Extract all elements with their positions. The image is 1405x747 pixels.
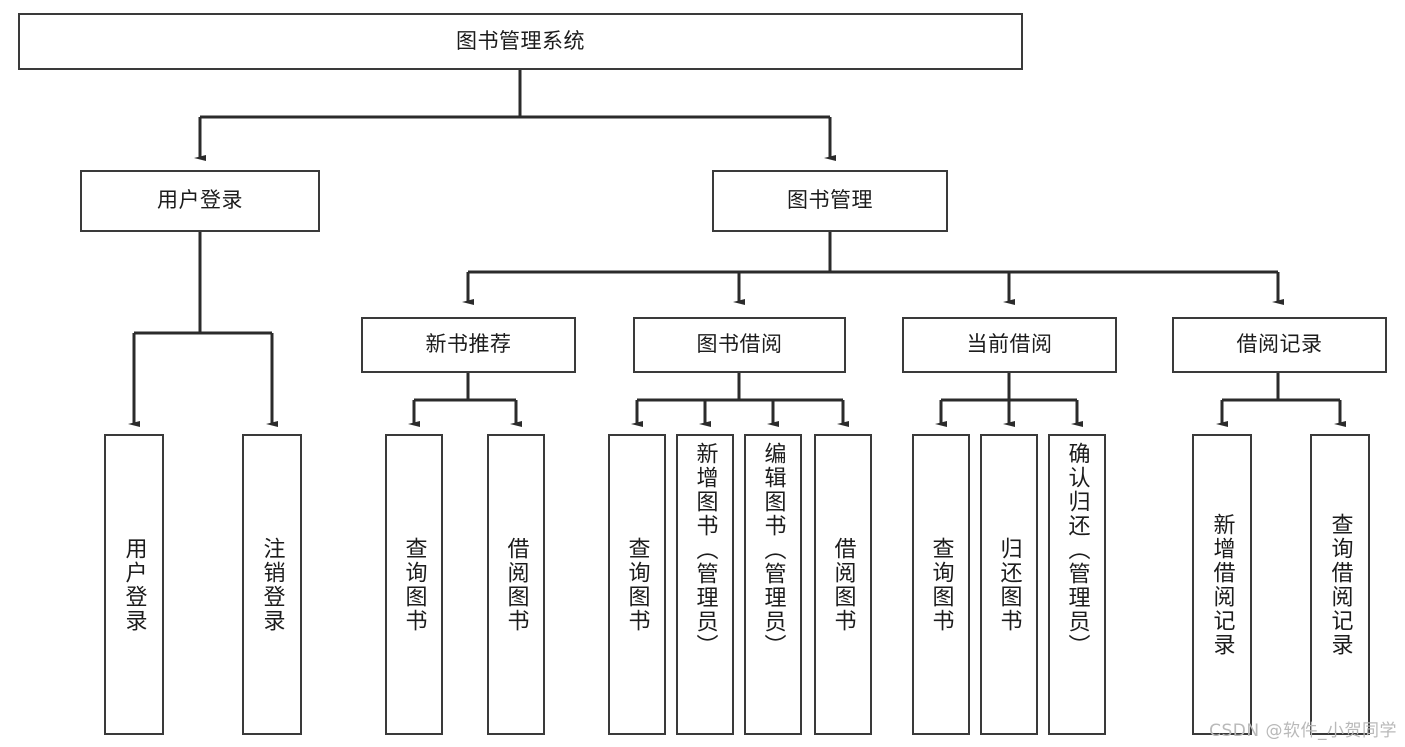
leaf-borrow-records-add-record[interactable]: 新增借阅记录 [1192, 434, 1252, 735]
leaf-book-borrow-add-book-admin[interactable]: 新增图书（管理员） [676, 434, 734, 735]
node-label: 查询借阅记录 [1327, 512, 1353, 657]
leaf-current-borrow-query-books[interactable]: 查询图书 [912, 434, 970, 735]
leaf-new-book-borrow-books[interactable]: 借阅图书 [487, 434, 545, 735]
node-label: 确认归还（管理员） [1064, 442, 1090, 658]
node-label: 图书借阅 [696, 332, 783, 357]
node-label: 图书管理 [787, 188, 873, 213]
node-label: 新书推荐 [425, 332, 512, 357]
node-label: 借阅图书 [830, 536, 856, 633]
leaf-book-borrow-query-books[interactable]: 查询图书 [608, 434, 666, 735]
node-user-login[interactable]: 用户登录 [80, 170, 320, 232]
leaf-current-borrow-confirm-return-admin[interactable]: 确认归还（管理员） [1048, 434, 1106, 735]
node-label: 注销登录 [259, 536, 285, 633]
node-root-book-management-system[interactable]: 图书管理系统 [18, 13, 1023, 70]
leaf-user-login-signout[interactable]: 注销登录 [242, 434, 302, 735]
node-label: 新增借阅记录 [1209, 512, 1235, 657]
node-label: 新增图书（管理员） [692, 442, 718, 658]
node-label: 用户登录 [157, 188, 243, 213]
leaf-book-borrow-borrow-books[interactable]: 借阅图书 [814, 434, 872, 735]
node-label: 当前借阅 [966, 332, 1053, 357]
node-label: 编辑图书（管理员） [760, 442, 786, 658]
node-label: 用户登录 [121, 536, 147, 633]
node-book-borrowing[interactable]: 图书借阅 [633, 317, 846, 373]
node-label: 查询图书 [928, 536, 954, 633]
watermark-text: CSDN @软件_小贺同学 [1209, 721, 1397, 741]
node-label: 借阅图书 [503, 536, 529, 633]
node-label: 借阅记录 [1236, 332, 1323, 357]
node-label: 查询图书 [401, 536, 427, 633]
leaf-new-book-query-books[interactable]: 查询图书 [385, 434, 443, 735]
node-label: 查询图书 [624, 536, 650, 633]
node-current-borrowing[interactable]: 当前借阅 [902, 317, 1117, 373]
node-new-book-recommendation[interactable]: 新书推荐 [361, 317, 576, 373]
node-book-management[interactable]: 图书管理 [712, 170, 948, 232]
node-borrowing-records[interactable]: 借阅记录 [1172, 317, 1387, 373]
leaf-current-borrow-return-books[interactable]: 归还图书 [980, 434, 1038, 735]
leaf-user-login-signin[interactable]: 用户登录 [104, 434, 164, 735]
node-label: 归还图书 [996, 536, 1022, 633]
leaf-borrow-records-query-record[interactable]: 查询借阅记录 [1310, 434, 1370, 735]
node-label: 图书管理系统 [456, 28, 585, 53]
leaf-book-borrow-edit-book-admin[interactable]: 编辑图书（管理员） [744, 434, 802, 735]
